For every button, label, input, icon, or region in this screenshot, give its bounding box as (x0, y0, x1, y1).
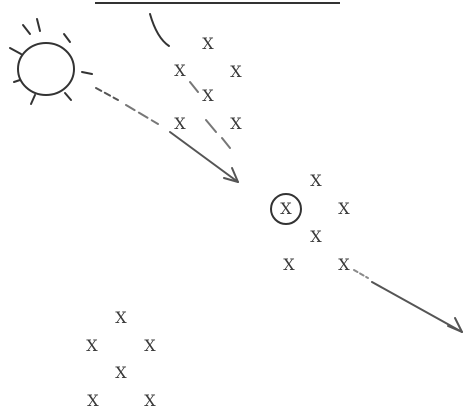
x-mark: X (283, 255, 295, 274)
x-mark: X (310, 227, 322, 246)
sun-icon (9, 18, 93, 105)
x-mark: X (310, 171, 322, 190)
x-mark: X (144, 391, 156, 410)
x-mark: X (202, 86, 214, 105)
x-mark: X (115, 363, 127, 382)
x-mark: X (230, 62, 242, 81)
circle-icon (270, 193, 302, 225)
arrow-icon (95, 87, 239, 183)
curved-stroke (149, 13, 170, 47)
x-mark: X (202, 34, 214, 53)
arrow-icon (353, 269, 463, 333)
x-mark-circled: X (280, 199, 292, 218)
cluster-dashes (189, 81, 231, 149)
x-mark: X (174, 61, 186, 80)
x-mark: X (86, 336, 98, 355)
x-mark: X (87, 391, 99, 410)
x-mark: X (115, 308, 127, 327)
x-mark: X (338, 199, 350, 218)
x-mark: X (174, 114, 186, 133)
x-mark: X (338, 255, 350, 274)
x-mark: X (144, 336, 156, 355)
x-mark: X (230, 114, 242, 133)
